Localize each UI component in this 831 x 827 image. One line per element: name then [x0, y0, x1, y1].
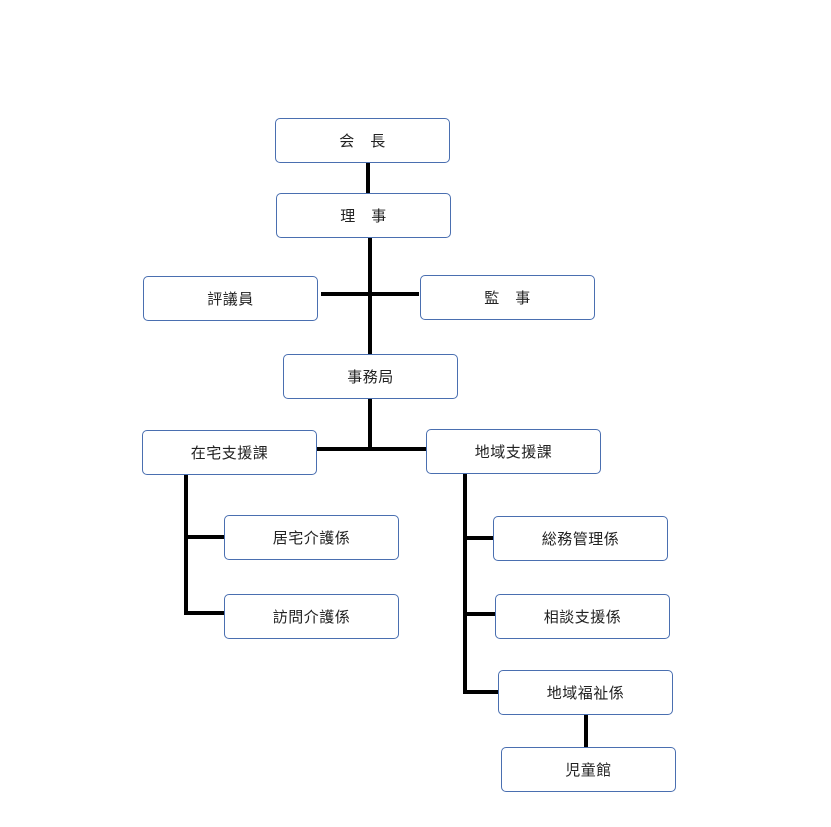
node-kaicho: 会 長: [275, 118, 450, 163]
node-hyogiin-label: 評議員: [207, 290, 254, 308]
node-fukushi-label: 地域福祉係: [546, 684, 625, 702]
node-somu-label: 総務管理係: [541, 530, 620, 548]
node-kanji-label: 監 事: [484, 289, 531, 307]
node-sodan-label: 相談支援係: [543, 608, 622, 626]
node-chiiki-label: 地域支援課: [474, 443, 553, 461]
node-kaicho-label: 会 長: [339, 132, 386, 150]
node-kyotaku-label: 居宅介護係: [272, 529, 351, 547]
node-kyotaku-kaigo: 居宅介護係: [224, 515, 399, 560]
node-riji-label: 理 事: [340, 207, 387, 225]
node-homon-kaigo: 訪問介護係: [224, 594, 399, 639]
node-homon-label: 訪問介護係: [272, 608, 351, 626]
node-chiiki-shienka: 地域支援課: [426, 429, 601, 474]
node-jimukyoku: 事務局: [283, 354, 458, 399]
node-jidokan-label: 児童館: [565, 761, 612, 779]
node-zaitaku-shienka: 在宅支援課: [142, 430, 317, 475]
node-riji: 理 事: [276, 193, 451, 238]
node-jidokan: 児童館: [501, 747, 676, 792]
node-sodan-shien: 相談支援係: [495, 594, 670, 639]
node-kanji: 監 事: [420, 275, 595, 320]
node-jimukyoku-label: 事務局: [347, 368, 394, 386]
node-hyogiin: 評議員: [143, 276, 318, 321]
node-chiiki-fukushi: 地域福祉係: [498, 670, 673, 715]
node-zaitaku-label: 在宅支援課: [190, 444, 269, 462]
node-somu-kanri: 総務管理係: [493, 516, 668, 561]
